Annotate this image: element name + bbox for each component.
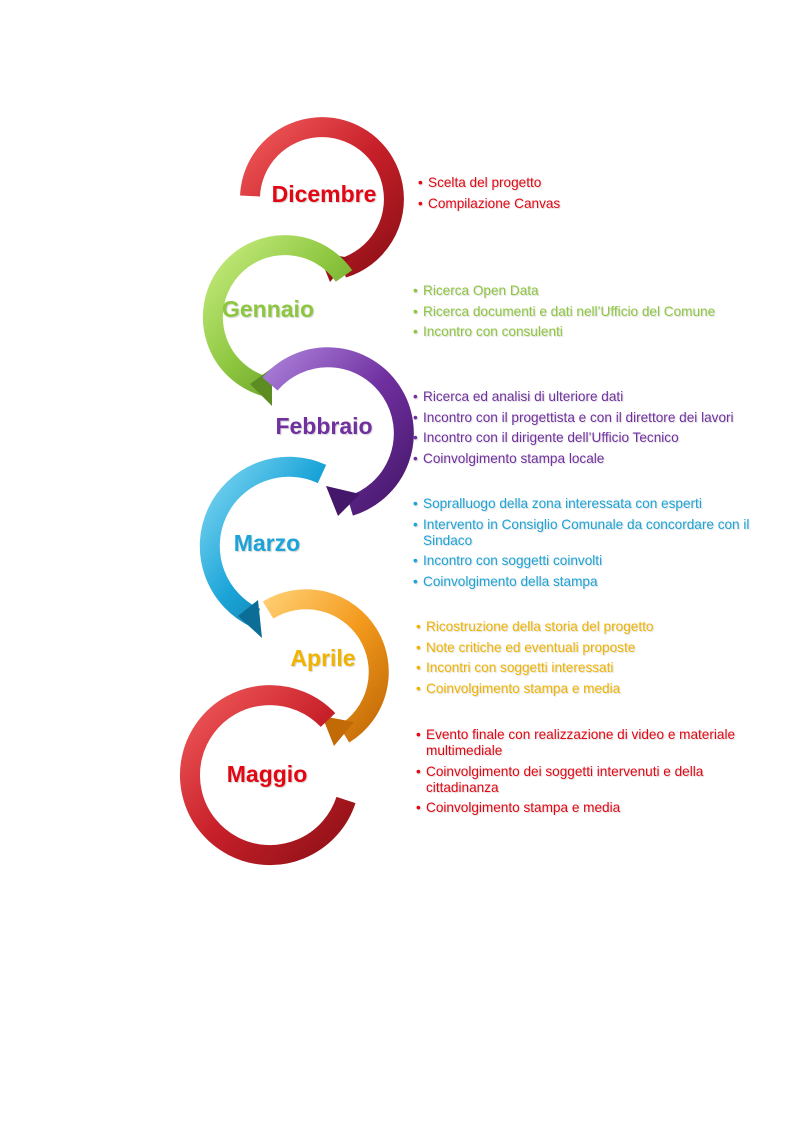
- list-item: Incontri con soggetti interessati: [416, 660, 781, 676]
- marzo-ring: [199, 456, 327, 638]
- list-item: Coinvolgimento stampa e media: [416, 681, 781, 697]
- list-item: Sopralluogo della zona interessata con e…: [413, 496, 778, 512]
- list-item: Ricostruzione della storia del progetto: [416, 619, 781, 635]
- month-label-marzo: Marzo: [233, 530, 301, 556]
- marzo-activities: Sopralluogo della zona interessata con e…: [413, 496, 778, 594]
- maggio-activities: Evento finale con realizzazione di video…: [416, 727, 771, 821]
- list-item: Scelta del progetto: [418, 175, 778, 191]
- list-item: Incontro con il progettista e con il dir…: [413, 410, 788, 426]
- list-item: Coinvolgimento stampa e media: [416, 800, 771, 816]
- gennaio-activities: Ricerca Open Data Ricerca documenti e da…: [413, 283, 783, 345]
- list-item: Note critiche ed eventuali proposte: [416, 640, 781, 656]
- list-item: Incontro con soggetti coinvolti: [413, 553, 778, 569]
- febbraio-arrow-icon: [326, 486, 360, 516]
- febbraio-activities: Ricerca ed analisi di ulteriore dati Inc…: [413, 389, 788, 471]
- list-item: Ricerca ed analisi di ulteriore dati: [413, 389, 788, 405]
- marzo-arrow-icon: [238, 600, 262, 638]
- febbraio-ring: [262, 347, 414, 516]
- month-label-febbraio: Febbraio: [275, 413, 373, 439]
- aprile-arrow-icon: [322, 716, 354, 746]
- list-item: Evento finale con realizzazione di video…: [416, 727, 771, 759]
- month-label-aprile: Aprile: [290, 645, 356, 671]
- list-item: Coinvolgimento stampa locale: [413, 451, 788, 467]
- list-item: Ricerca documenti e dati nell’Ufficio de…: [413, 304, 783, 320]
- list-item: Coinvolgimento dei soggetti intervenuti …: [416, 764, 771, 796]
- month-label-maggio: Maggio: [226, 761, 308, 787]
- list-item: Compilazione Canvas: [418, 196, 778, 212]
- aprile-ring: [262, 589, 389, 746]
- aprile-activities: Ricostruzione della storia del progetto …: [416, 619, 781, 701]
- list-item: Incontro con consulenti: [413, 324, 783, 340]
- list-item: Coinvolgimento della stampa: [413, 574, 778, 590]
- list-item: Incontro con il dirigente dell’Ufficio T…: [413, 430, 788, 446]
- maggio-ring: [180, 685, 356, 865]
- month-label-gennaio: Gennaio: [221, 296, 314, 322]
- list-item: Ricerca Open Data: [413, 283, 783, 299]
- dicembre-activities: Scelta del progetto Compilazione Canvas: [418, 175, 778, 216]
- list-item: Intervento in Consiglio Comunale da conc…: [413, 517, 778, 549]
- month-label-dicembre: Dicembre: [271, 181, 377, 207]
